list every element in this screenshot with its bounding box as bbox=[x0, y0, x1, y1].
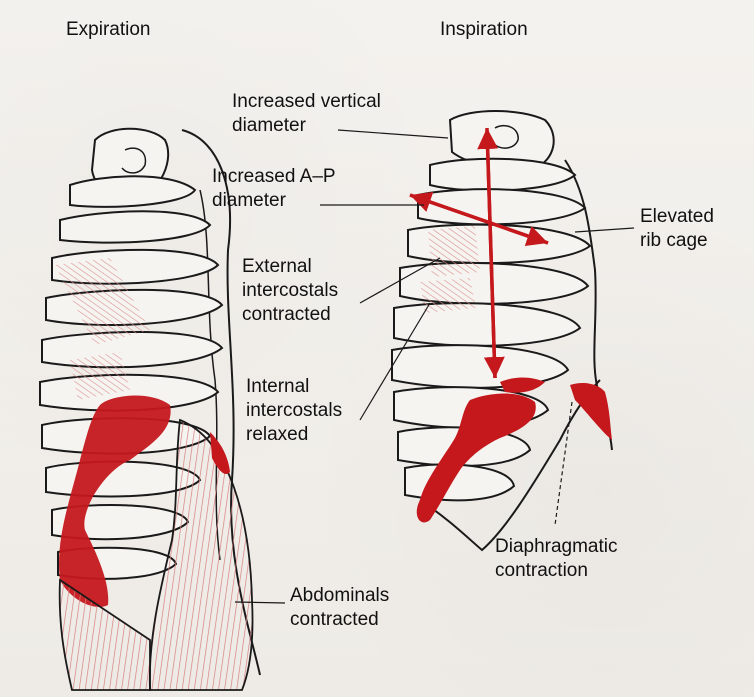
label-elevated-rib-cage: Elevated rib cage bbox=[640, 205, 714, 253]
label-abdominals-contracted: Abdominals contracted bbox=[290, 584, 389, 632]
label-increased-vertical-diameter: Increased vertical diameter bbox=[232, 90, 381, 138]
label-inspiration: Inspiration bbox=[440, 18, 528, 42]
label-expiration: Expiration bbox=[66, 18, 151, 42]
inspiration-internal-intercostals bbox=[420, 278, 476, 313]
inspiration-thorax bbox=[392, 111, 612, 550]
leader-line-elevated bbox=[575, 228, 634, 232]
inspiration-rib bbox=[430, 159, 575, 191]
inspiration-external-intercostals bbox=[428, 226, 480, 277]
label-external-intercostals: External intercostals contracted bbox=[242, 255, 338, 327]
label-increased-ap-diameter: Increased A–P diameter bbox=[212, 165, 336, 213]
label-diaphragmatic-contraction: Diaphragmatic contraction bbox=[495, 535, 618, 583]
label-internal-intercostals: Internal intercostals relaxed bbox=[246, 375, 342, 447]
expiration-rib bbox=[42, 332, 222, 367]
inspiration-rib bbox=[394, 303, 580, 346]
diaphragm-center-red bbox=[500, 378, 545, 393]
expiration-rib bbox=[70, 176, 195, 207]
expiration-rib bbox=[60, 211, 210, 242]
